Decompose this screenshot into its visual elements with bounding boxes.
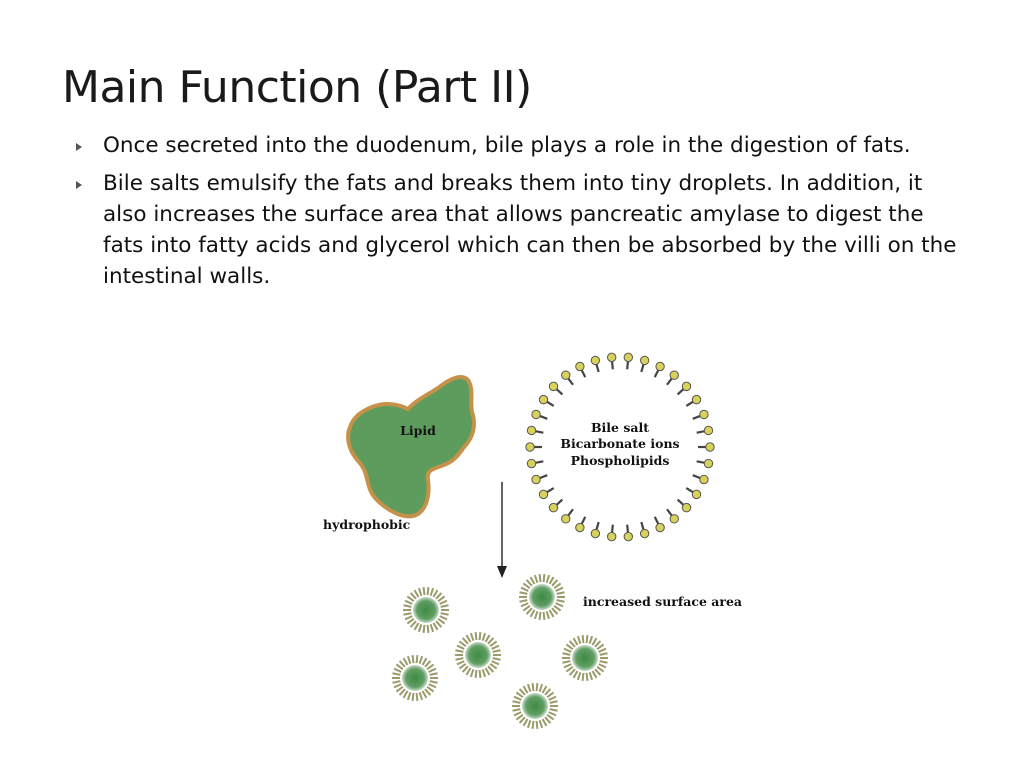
bile-salt-molecule <box>531 409 548 420</box>
bile-salt-molecule <box>696 425 714 436</box>
bile-salt-molecule <box>653 361 665 378</box>
bile-salt-molecule <box>685 487 702 500</box>
bullet-item: Once secreted into the duodenum, bile pl… <box>70 130 960 161</box>
bile-salt-molecule <box>676 381 692 396</box>
bile-salt-molecule <box>676 498 692 513</box>
bullet-text: Once secreted into the duodenum, bile pl… <box>103 133 911 158</box>
surface-area-label: increased surface area <box>583 594 742 609</box>
bile-salt-molecule <box>575 516 587 533</box>
bullet-list: Once secreted into the duodenum, bile pl… <box>70 130 960 299</box>
bile-salt-molecule <box>698 442 715 452</box>
fat-droplet <box>562 635 608 681</box>
bile-salt-molecule <box>590 521 601 539</box>
fat-droplet <box>392 655 438 701</box>
bile-salt-molecule <box>531 474 548 485</box>
bile-salt-molecule <box>548 381 564 396</box>
bile-salt-molecule <box>623 352 634 370</box>
bile-salt-molecule <box>696 458 714 469</box>
bullet-text: Bile salts emulsify the fats and breaks … <box>103 171 957 289</box>
bile-salt-molecule <box>639 521 650 539</box>
slide-title: Main Function (Part II) <box>62 62 532 113</box>
bile-salt-molecule <box>666 370 679 386</box>
bullet-arrow-icon <box>76 143 82 151</box>
fat-droplet <box>519 574 565 620</box>
bile-salt-molecule <box>606 352 617 370</box>
bile-salt-molecule <box>685 394 702 407</box>
fat-droplet <box>455 632 501 678</box>
micelle-label-phospholipids: Phospholipids <box>571 453 670 468</box>
bile-salt-molecule <box>538 394 555 407</box>
bile-salt-micelle <box>525 352 715 542</box>
bile-salt-molecule <box>525 442 542 452</box>
bile-salt-molecule <box>692 409 709 420</box>
bile-salt-molecule <box>639 355 650 373</box>
micelle-label-bicarbonate: Bicarbonate ions <box>560 436 679 451</box>
bile-salt-molecule <box>575 361 587 378</box>
emulsified-droplets <box>392 574 608 729</box>
fat-droplet <box>512 683 558 729</box>
hydrophobic-label: hydrophobic <box>323 517 411 532</box>
bile-salt-molecule <box>548 498 564 513</box>
bile-salt-molecule <box>623 524 634 542</box>
bullet-item: Bile salts emulsify the fats and breaks … <box>70 168 960 292</box>
bile-salt-molecule <box>561 508 574 524</box>
bile-salt-molecule <box>606 524 617 542</box>
bile-salt-molecule <box>666 508 679 524</box>
down-arrow-icon <box>497 482 507 578</box>
bile-salt-molecule <box>561 370 574 386</box>
bile-salt-molecule <box>526 425 544 436</box>
fat-droplet <box>403 587 449 633</box>
bile-salt-molecule <box>526 458 544 469</box>
micelle-label-bile-salt: Bile salt <box>591 420 649 435</box>
bile-salt-molecule <box>590 355 601 373</box>
bile-salt-molecule <box>653 516 665 533</box>
lipid-blob <box>346 375 476 519</box>
bullet-arrow-icon <box>76 181 82 189</box>
lipid-label: Lipid <box>400 423 436 438</box>
bile-salt-molecule <box>692 474 709 485</box>
bile-salt-molecule <box>538 487 555 500</box>
